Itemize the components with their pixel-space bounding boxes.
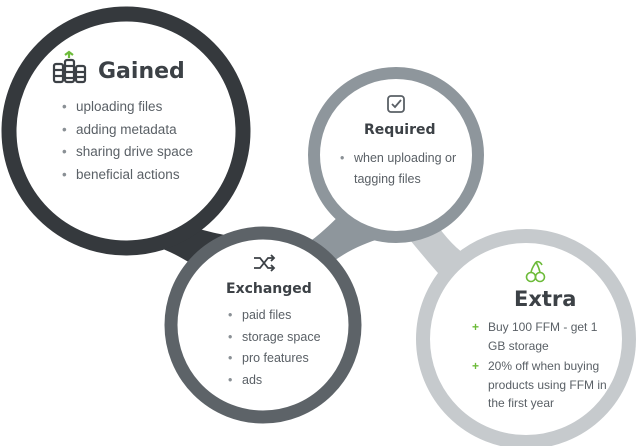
list-item: •when uploading or tagging files: [340, 151, 457, 186]
list-item: +20% off when buying products using FFM …: [472, 359, 607, 410]
extra-block: Extra +Buy 100 FFM - get 1 GB storage +2…: [472, 286, 610, 413]
list-item: •ads: [228, 372, 263, 387]
plus-icon: +: [472, 320, 480, 334]
required-title: Required: [364, 122, 436, 138]
checkbox-icon: [387, 95, 405, 113]
exchanged-title: Exchanged: [226, 281, 312, 297]
coins-stack-icon: [52, 50, 87, 84]
exchanged-list: •paid files •storage space •pro features…: [226, 305, 346, 391]
list-item: •uploading files: [62, 99, 163, 114]
plus-icon: +: [472, 359, 480, 373]
list-item: •storage space: [228, 329, 321, 344]
gained-block: Gained •uploading files •adding metadata…: [60, 58, 210, 186]
list-item: •adding metadata: [62, 121, 177, 137]
extra-circle: [416, 229, 636, 446]
exchanged-block: Exchanged •paid files •storage space •pr…: [226, 279, 346, 391]
required-list: •when uploading or tagging files: [338, 148, 468, 190]
required-block: Required •when uploading or tagging file…: [338, 120, 468, 190]
cherries-icon: [525, 260, 546, 283]
exchanged-circle: [164, 226, 362, 424]
shuffle-icon: [254, 254, 276, 272]
required-circle: [308, 67, 484, 243]
extra-title: Extra: [514, 287, 577, 311]
list-item: •paid files: [228, 308, 292, 322]
list-item: •pro features: [228, 351, 309, 365]
list-item: +Buy 100 FFM - get 1 GB storage: [472, 320, 598, 353]
extra-list: +Buy 100 FFM - get 1 GB storage +20% off…: [472, 318, 610, 413]
list-item: •sharing drive space: [62, 144, 194, 159]
gained-list: •uploading files •adding metadata •shari…: [60, 96, 210, 186]
gained-title: Gained: [98, 59, 185, 84]
list-item: •beneficial actions: [62, 166, 180, 182]
